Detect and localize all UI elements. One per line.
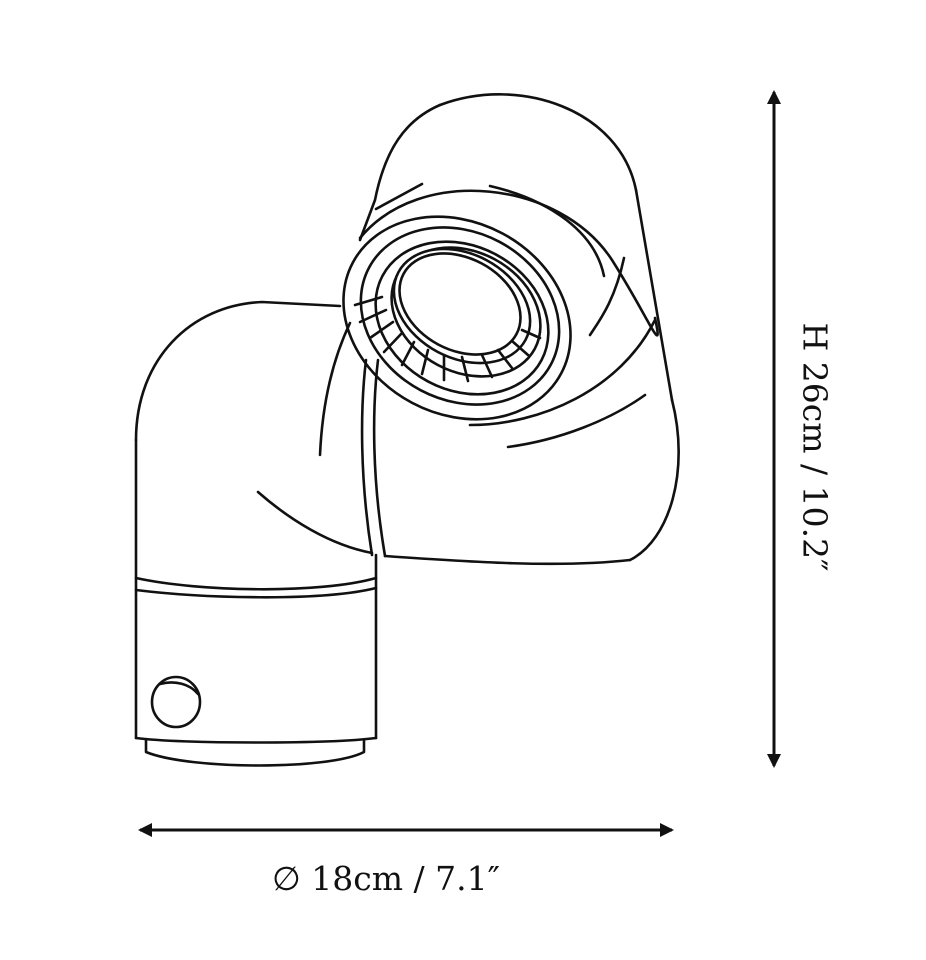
switch-knob-icon (150, 675, 202, 729)
lamp-lens-rings (342, 215, 572, 421)
lamp-outline-icon (134, 93, 680, 767)
lamp-base (134, 300, 378, 767)
width-dimension-label: ∅ 18cm / 7.1″ (272, 859, 500, 898)
lamp-head (318, 93, 680, 566)
height-dimension-label: H 26cm / 10.2″ (795, 322, 835, 572)
